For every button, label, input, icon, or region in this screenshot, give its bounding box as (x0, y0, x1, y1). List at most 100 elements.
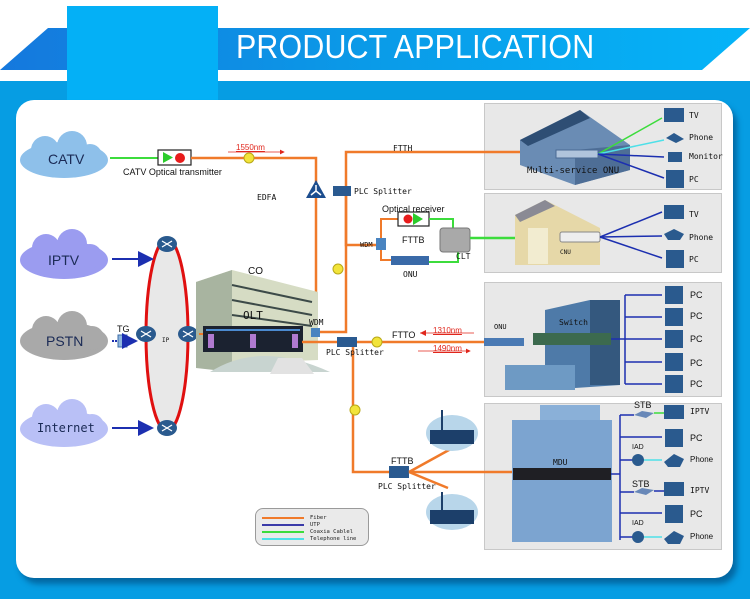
endpoint-label: Phone (690, 532, 714, 541)
wdm-icon (311, 328, 320, 337)
wdm-small-icon (376, 238, 386, 250)
router-icon (136, 326, 156, 342)
multi-service-onu-label: Multi-service ONU (527, 166, 620, 176)
pc-icon (665, 286, 683, 304)
onu-icon (484, 338, 524, 346)
endpoint-label: PC (690, 433, 703, 443)
pc-icon (665, 353, 683, 371)
edfa-label: EDFA (257, 193, 277, 202)
switch-label: Switch (559, 318, 588, 327)
transmitter-triangle-icon (163, 152, 173, 163)
endpoint-label: PC (690, 509, 703, 519)
onu-small-icon (391, 256, 429, 265)
cloud-label-catv: CATV (48, 151, 85, 167)
optical-transmitter (157, 149, 192, 166)
switch-icon (533, 333, 611, 345)
cloud-catv (20, 131, 108, 178)
iptv-monitor-icon (664, 482, 684, 496)
fiber-connector-icon (371, 336, 383, 348)
ftth-label: FTTH (393, 144, 413, 153)
ftto-label: FTTO (392, 330, 416, 340)
endpoint-label: IPTV (690, 486, 710, 495)
mdu-device-icon (513, 468, 611, 480)
ip-label: IP (162, 337, 170, 344)
phone-icon (664, 531, 684, 544)
pc-icon (665, 505, 683, 523)
onu-small-label: ONU (403, 270, 418, 279)
endpoint-label: PC (690, 334, 703, 344)
optical-receiver-label: Optical receiver (382, 204, 445, 214)
legend-swatch (262, 523, 304, 526)
pc-icon (666, 170, 684, 188)
pc-icon (665, 330, 683, 348)
cnu-label: CNU (560, 249, 571, 256)
house-cnu-icon (515, 200, 600, 265)
mdu-label: MDU (553, 458, 568, 467)
plc-splitter-mid-label: PLC Splitter (326, 348, 384, 357)
clt-label: CLT (456, 252, 471, 261)
endpoint-label: IPTV (690, 407, 710, 416)
cloud-internet (20, 399, 108, 447)
iad-icon (632, 454, 644, 466)
stb-label: STB (634, 400, 652, 410)
stb-icon (634, 411, 654, 418)
office-scene-icon (426, 492, 478, 530)
wavelength-1310-label: 1310nm (433, 326, 462, 335)
cnu-icon (559, 231, 601, 243)
cloud-pstn (20, 311, 108, 360)
pc-icon (665, 375, 683, 393)
fiber-ftth-trunk (344, 150, 484, 300)
ftto-onu-label: ONU (494, 323, 507, 331)
wdm-small-label: WDM (360, 241, 373, 249)
iad-label: IAD (632, 520, 644, 527)
pc-icon (665, 429, 683, 447)
fttb-bottom-label: FTTB (391, 456, 414, 466)
tv-icon (664, 205, 684, 219)
router-icon (178, 326, 198, 342)
endpoint-label: PC (689, 255, 699, 264)
wavelength-1490-label: 1490nm (433, 344, 462, 353)
endpoint-label: PC (690, 311, 703, 321)
fttb-top-label: FTTB (402, 235, 425, 245)
fiber-connector-icon (332, 263, 344, 275)
tv-icon (664, 108, 684, 122)
cloud-label-pstn: PSTN (46, 333, 84, 349)
legend-item-utp: UTP (262, 521, 320, 528)
iad-icon (632, 531, 644, 543)
legend-item-fiber: Fiber (262, 514, 327, 521)
tg-icon (117, 334, 128, 348)
stb-label: STB (632, 479, 650, 489)
co-label: CO (248, 266, 263, 277)
legend-swatch (262, 537, 304, 540)
stb-icon (634, 488, 654, 495)
plc-splitter-top-label: PLC Splitter (354, 187, 412, 196)
phone-icon (666, 133, 684, 143)
legend: Fiber UTP Coaxia Cablel Telephone line (255, 508, 369, 546)
legend-swatch (262, 530, 304, 533)
catv-transmitter-label: CATV Optical transmitter (123, 167, 222, 177)
plc-splitter-bottom-label: PLC Splitter (378, 482, 436, 491)
wdm-label: WDM (309, 318, 324, 327)
multi-service-onu-icon (555, 149, 599, 159)
fiber-connector-icon (243, 152, 255, 164)
tg-label: TG (117, 324, 130, 334)
page-title: PRODUCT APPLICATION (236, 28, 595, 65)
phone-icon (664, 454, 684, 467)
router-icon (157, 420, 177, 436)
wavelength-1550-label: 1550nm (236, 143, 265, 152)
transmitter-led-icon (175, 153, 185, 163)
pc-icon (665, 308, 683, 326)
legend-item-telephone: Telephone line (262, 535, 356, 542)
endpoint-label: Phone (689, 233, 714, 242)
plc-splitter-mid-icon (337, 337, 357, 347)
iad-label: IAD (632, 444, 644, 451)
title-accent-block (67, 6, 218, 107)
endpoint-label: TV (689, 111, 699, 120)
fiber-fttb-bottom-trunk (351, 347, 392, 474)
endpoint-label: PC (689, 175, 699, 184)
router-icon (157, 236, 177, 252)
endpoint-label: Phone (690, 455, 714, 464)
cloud-iptv (20, 229, 108, 279)
clt-icon (439, 227, 471, 253)
